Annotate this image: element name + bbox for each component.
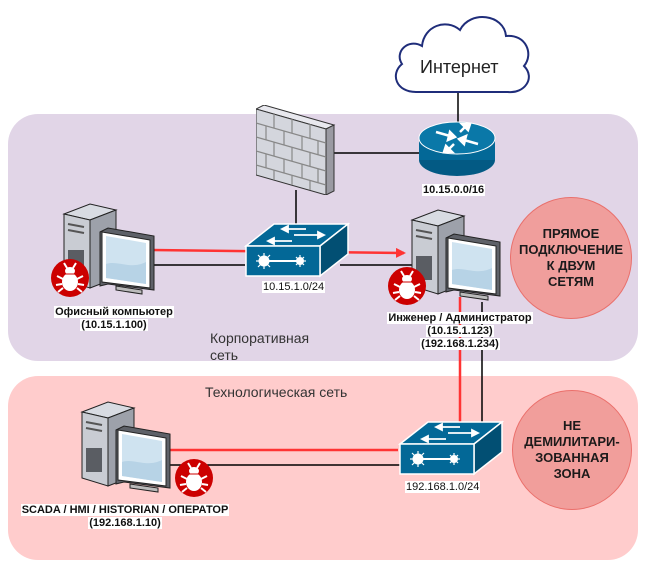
- office-pc-name: Офисный компьютер: [54, 306, 174, 318]
- engineer-pc-ip-tech: (192.168.1.234): [420, 338, 500, 350]
- engineer-pc-name: Инженер / Администратор: [387, 312, 533, 324]
- scada-pc-name: SCADA / HMI / HISTORIAN / ОПЕРАТОР: [20, 504, 230, 516]
- office-pc-icon[interactable]: [62, 200, 157, 300]
- tech-switch-label: 192.168.1.0/24: [405, 481, 481, 493]
- internet-label: Интернет: [420, 57, 499, 77]
- engineer-pc-ip-corporate: (10.15.1.123): [426, 325, 494, 337]
- dual-homed-callout: ПРЯМОЕ ПОДКЛЮЧЕНИЕ К ДВУМ СЕТЯМ: [510, 197, 632, 319]
- callout-line: ЗОВАННАЯ: [535, 450, 609, 465]
- scada-pc-icon[interactable]: [80, 398, 175, 498]
- corporate-switch-icon[interactable]: [244, 222, 350, 278]
- office-pc-label: Офисный компьютер (10.15.1.100): [44, 306, 184, 332]
- callout-line: НЕ: [562, 418, 582, 433]
- corporate-switch-label: 10.15.1.0/24: [262, 281, 326, 293]
- malware-bug-icon: [175, 459, 213, 497]
- firewall-icon[interactable]: [256, 105, 336, 195]
- engineer-pc-label: Инженер / Администратор (10.15.1.123) (1…: [370, 312, 550, 351]
- scada-pc-label: SCADA / HMI / HISTORIAN / ОПЕРАТОР (192.…: [10, 504, 240, 530]
- tech-zone-label: Технологическая сеть: [205, 384, 348, 400]
- internet-cloud-icon: [394, 16, 530, 94]
- corporate-zone-label-line1: Корпоративная: [210, 330, 310, 346]
- tech-switch-icon[interactable]: [398, 420, 504, 476]
- engineer-pc-icon[interactable]: [410, 206, 505, 306]
- corporate-zone-label-line2: сеть: [210, 347, 239, 363]
- callout-line: ПОДКЛЮЧЕНИЕ: [518, 242, 624, 257]
- callout-line: ПРЯМОЕ: [542, 226, 600, 241]
- callout-line: СЕТЯМ: [547, 274, 594, 289]
- office-pc-ip: (10.15.1.100): [80, 319, 148, 331]
- scada-pc-ip: (192.168.1.10): [88, 517, 162, 529]
- callout-line: ДЕМИЛИТАРИ-: [524, 434, 620, 449]
- router-icon[interactable]: [418, 120, 496, 178]
- router-label: 10.15.0.0/16: [422, 184, 486, 196]
- malware-bug-icon: [51, 259, 89, 297]
- callout-line: ЗОНА: [553, 466, 591, 481]
- corporate-zone-label: Корпоративная сеть: [210, 330, 309, 364]
- callout-line: К ДВУМ: [546, 258, 596, 273]
- malware-bug-icon: [388, 267, 426, 305]
- no-dmz-callout: НЕ ДЕМИЛИТАРИ- ЗОВАННАЯ ЗОНА: [512, 390, 632, 510]
